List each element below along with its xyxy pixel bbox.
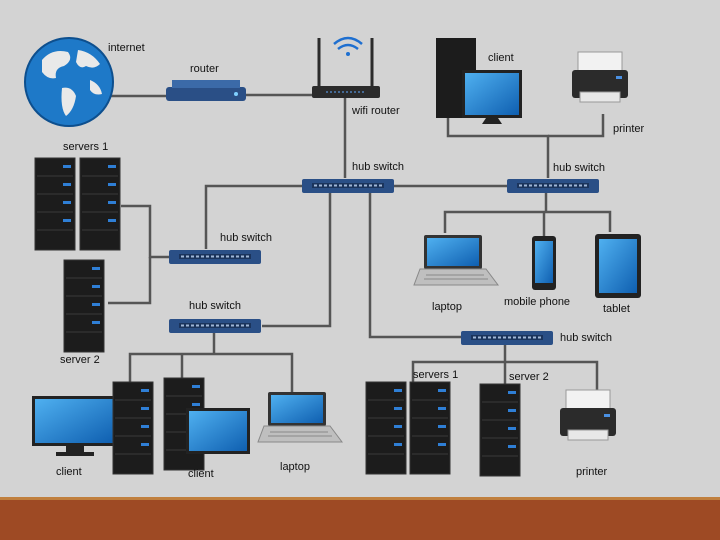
laptop-mid: [413, 234, 499, 286]
label-mobile-phone: mobile phone: [504, 296, 570, 308]
label-printer-top: printer: [613, 123, 645, 135]
label-hub-switch-center: hub switch: [352, 161, 404, 173]
label-servers-1-left: servers 1: [63, 141, 108, 153]
globe-icon: [24, 37, 114, 127]
label-hub-switch-right: hub switch: [553, 162, 605, 174]
hub-switch-right: [506, 178, 600, 194]
wifi-icon: [333, 36, 363, 56]
label-client-bottom-2: client: [188, 468, 214, 480]
label-printer-bottom: printer: [576, 466, 608, 478]
router-device: [166, 80, 246, 101]
label-hub-switch-bottom-right: hub switch: [560, 332, 612, 344]
label-router: router: [190, 63, 219, 75]
label-hub-switch-left-upper: hub switch: [220, 232, 272, 244]
wifi-router-device: [312, 38, 380, 98]
label-wifi-router: wifi router: [351, 105, 400, 117]
printer-bottom: [559, 389, 617, 441]
label-tablet: tablet: [603, 303, 630, 315]
label-server-2-left: server 2: [60, 354, 100, 366]
servers-1-bottom: [365, 381, 451, 475]
label-laptop-mid: laptop: [432, 301, 462, 313]
hub-switch-left-upper: [168, 249, 262, 265]
client-top: [436, 38, 522, 124]
tablet-device: [595, 234, 641, 298]
label-internet: internet: [108, 42, 145, 54]
servers-1-left: [34, 157, 121, 251]
server-2-bottom: [479, 383, 521, 477]
label-servers-1-bottom: servers 1: [413, 369, 458, 381]
label-laptop-bottom: laptop: [280, 461, 310, 473]
hub-switch-left-lower: [168, 318, 262, 334]
client-bottom-left-2: [163, 377, 250, 471]
laptop-bottom: [257, 391, 343, 443]
label-hub-switch-left-lower: hub switch: [189, 300, 241, 312]
server-2-left: [63, 259, 105, 353]
printer-top: [571, 51, 629, 103]
label-client-bottom-1: client: [56, 466, 82, 478]
footer-bar: [0, 497, 720, 540]
mobile-phone-device: [532, 236, 556, 290]
hub-switch-center: [301, 178, 395, 194]
label-server-2-bottom: server 2: [509, 371, 549, 383]
cables: [108, 93, 612, 392]
label-client-top: client: [488, 52, 514, 64]
client-bottom-left-1: [32, 381, 154, 475]
hub-switch-bottom-right: [460, 330, 554, 346]
network-diagram: internet router wifi router servers 1 se…: [24, 36, 645, 480]
